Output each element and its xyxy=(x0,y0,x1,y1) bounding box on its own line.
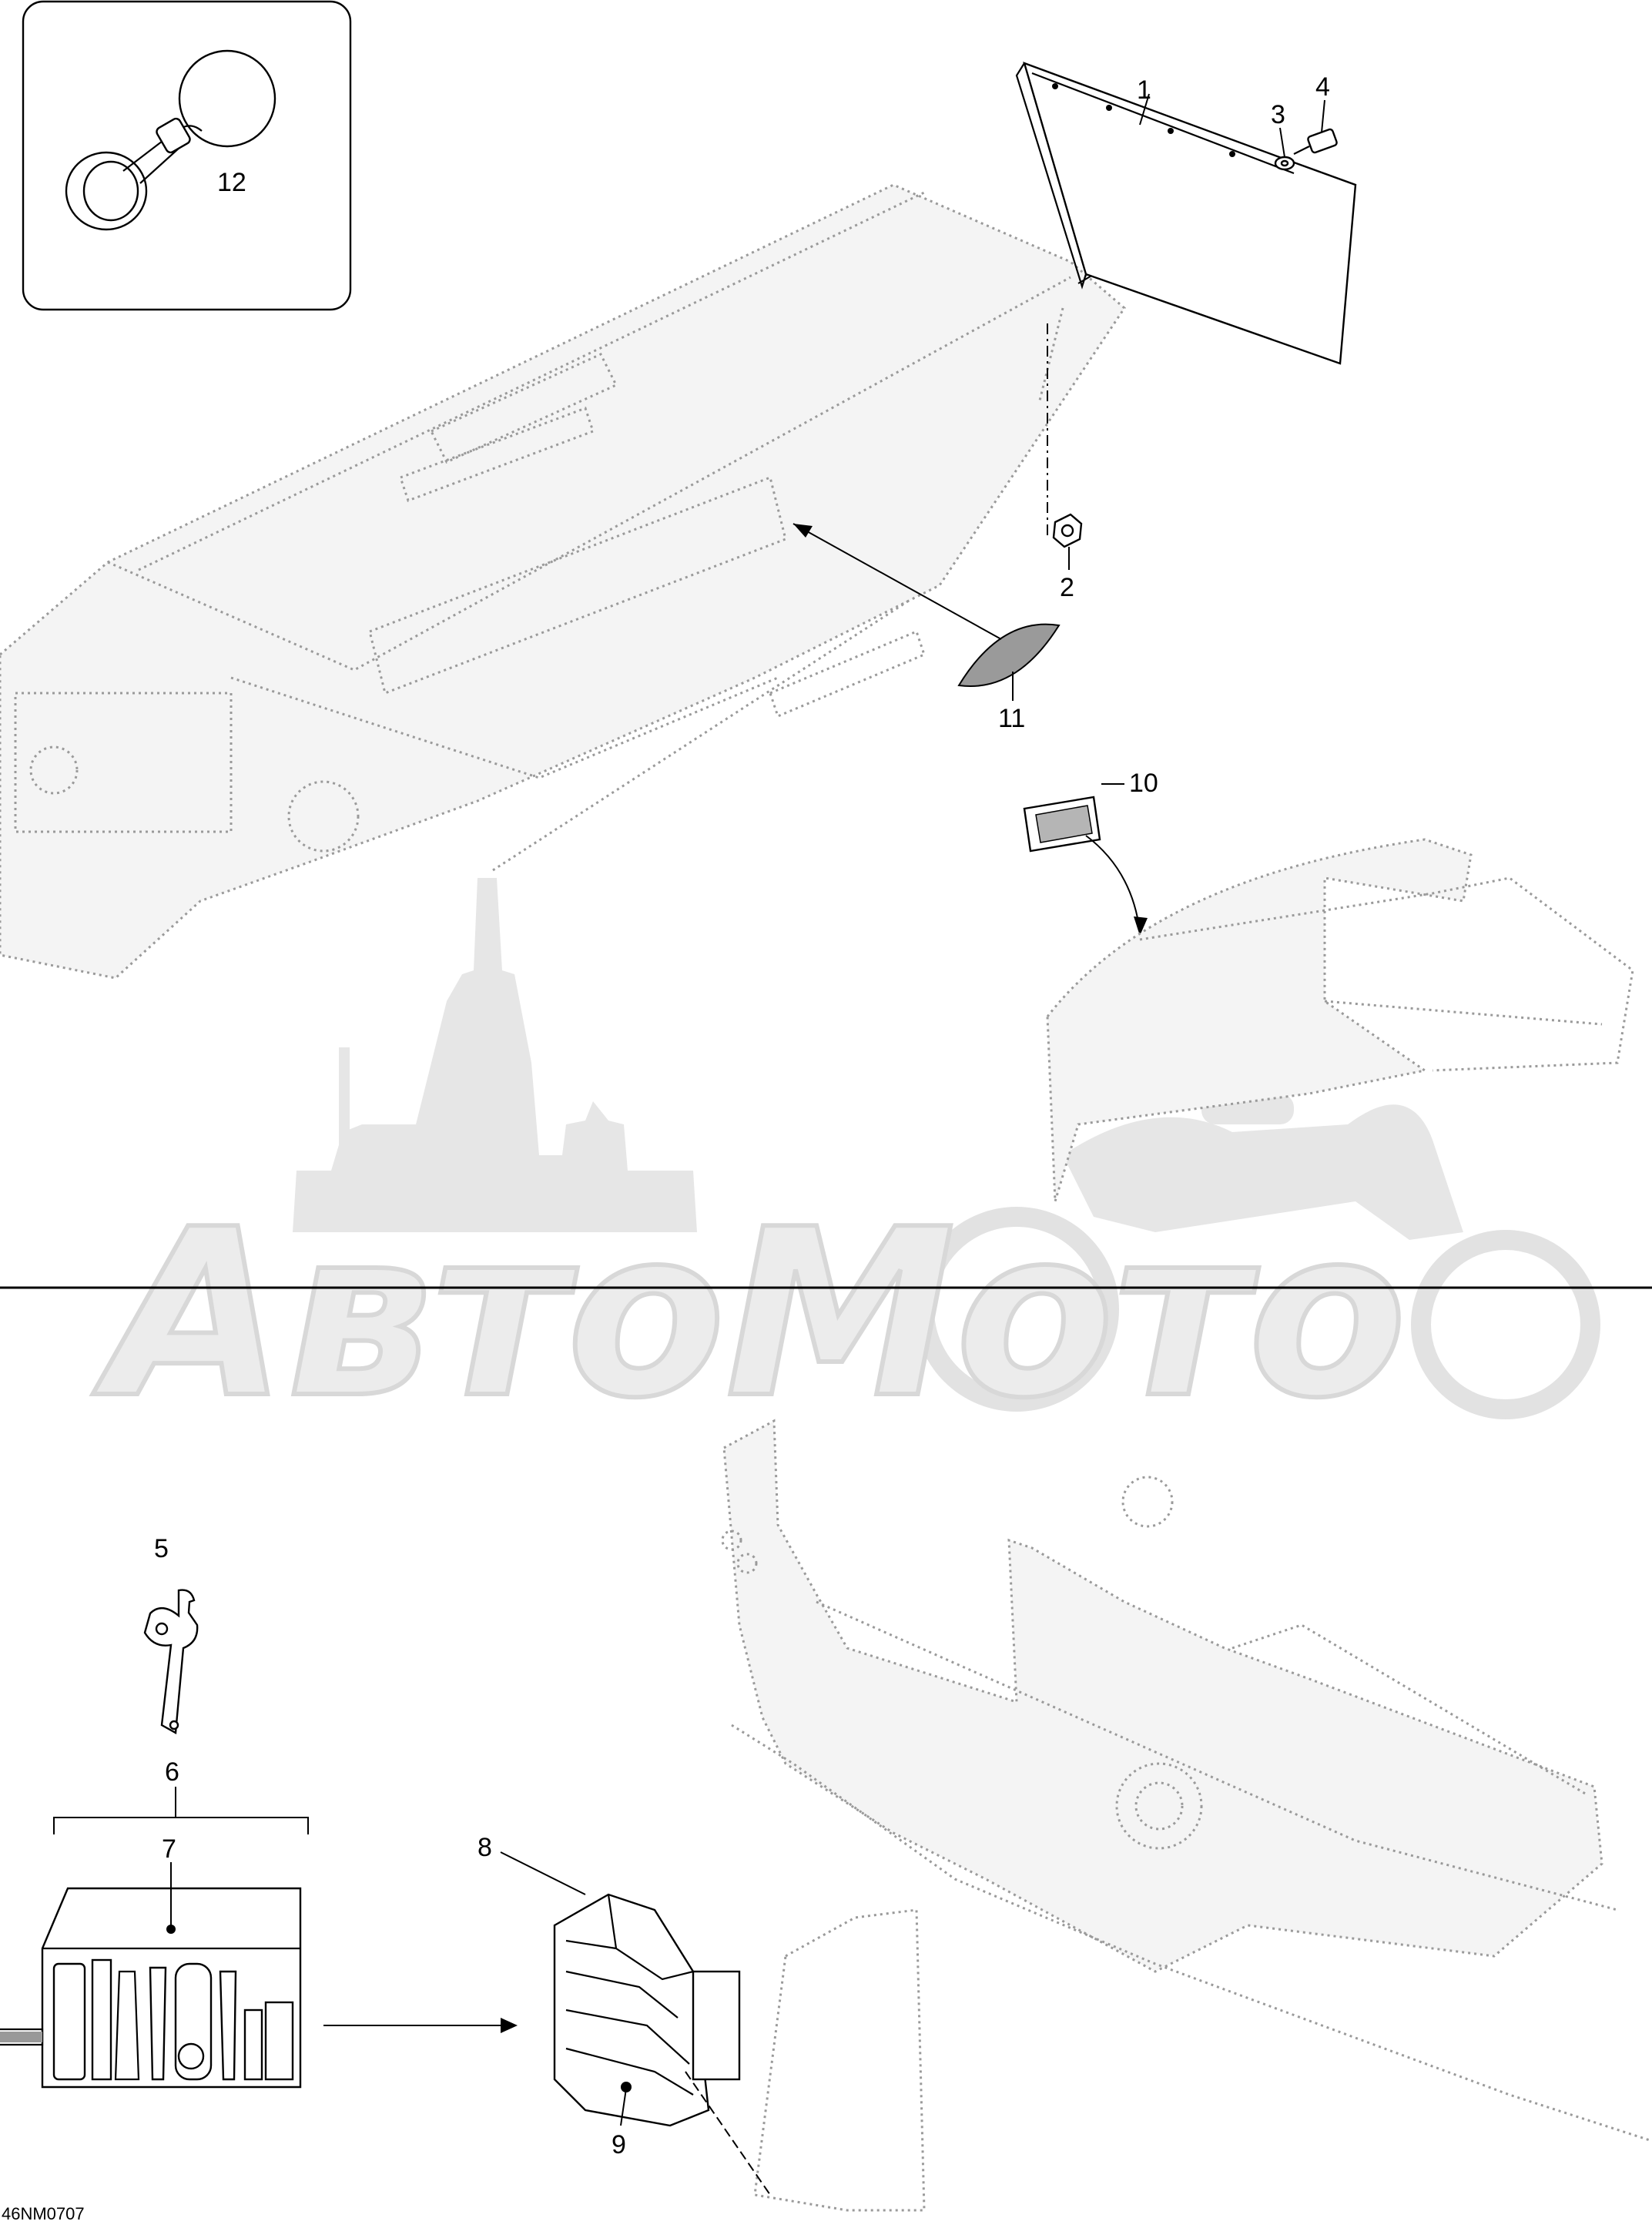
chassis-tunnel xyxy=(0,183,1126,980)
kit-bracket xyxy=(53,1817,309,1834)
horn-icon xyxy=(65,49,276,231)
reflector-arrow xyxy=(1085,835,1141,933)
storage-box xyxy=(553,1893,741,2127)
rear-fender xyxy=(1046,838,1634,1202)
callout-7: 7 xyxy=(162,1834,176,1864)
callout-6: 6 xyxy=(165,1757,179,1787)
wrench-icon xyxy=(143,1589,199,1734)
callout-leaders xyxy=(170,93,1325,2126)
callout-4: 4 xyxy=(1315,72,1330,102)
tool-kit-pouch xyxy=(0,1887,302,2089)
horn-inset xyxy=(22,0,352,311)
mudflap xyxy=(1015,62,1357,365)
bolt-icon xyxy=(1293,128,1338,155)
callout-2: 2 xyxy=(1060,573,1074,602)
tools-row-icon xyxy=(52,1958,294,2081)
callout-1: 1 xyxy=(1137,75,1151,105)
callout-11: 11 xyxy=(998,704,1025,733)
callout-8: 8 xyxy=(478,1833,492,1862)
nut-icon xyxy=(1052,513,1083,548)
watermark-text: АвтоМото xyxy=(90,1180,1407,1449)
callout-3: 3 xyxy=(1271,100,1285,129)
callout-12: 12 xyxy=(217,168,246,197)
decal-arrow xyxy=(792,523,1002,640)
watermark-logo: АвтоМото xyxy=(88,878,1600,1451)
callout-9: 9 xyxy=(612,2130,626,2159)
callout-10: 10 xyxy=(1129,769,1158,798)
washer-icon xyxy=(1274,156,1295,171)
drawing-code: 46NM0707 xyxy=(2,2204,85,2223)
front-frame xyxy=(721,1419,1652,2212)
callout-labels: 1 2 3 4 5 6 7 8 9 10 11 12 xyxy=(154,72,1330,2159)
reflector-icon xyxy=(1023,796,1101,853)
box-mount-line xyxy=(685,2071,771,2196)
callout-5: 5 xyxy=(154,1534,169,1563)
decal-icon xyxy=(957,623,1061,687)
